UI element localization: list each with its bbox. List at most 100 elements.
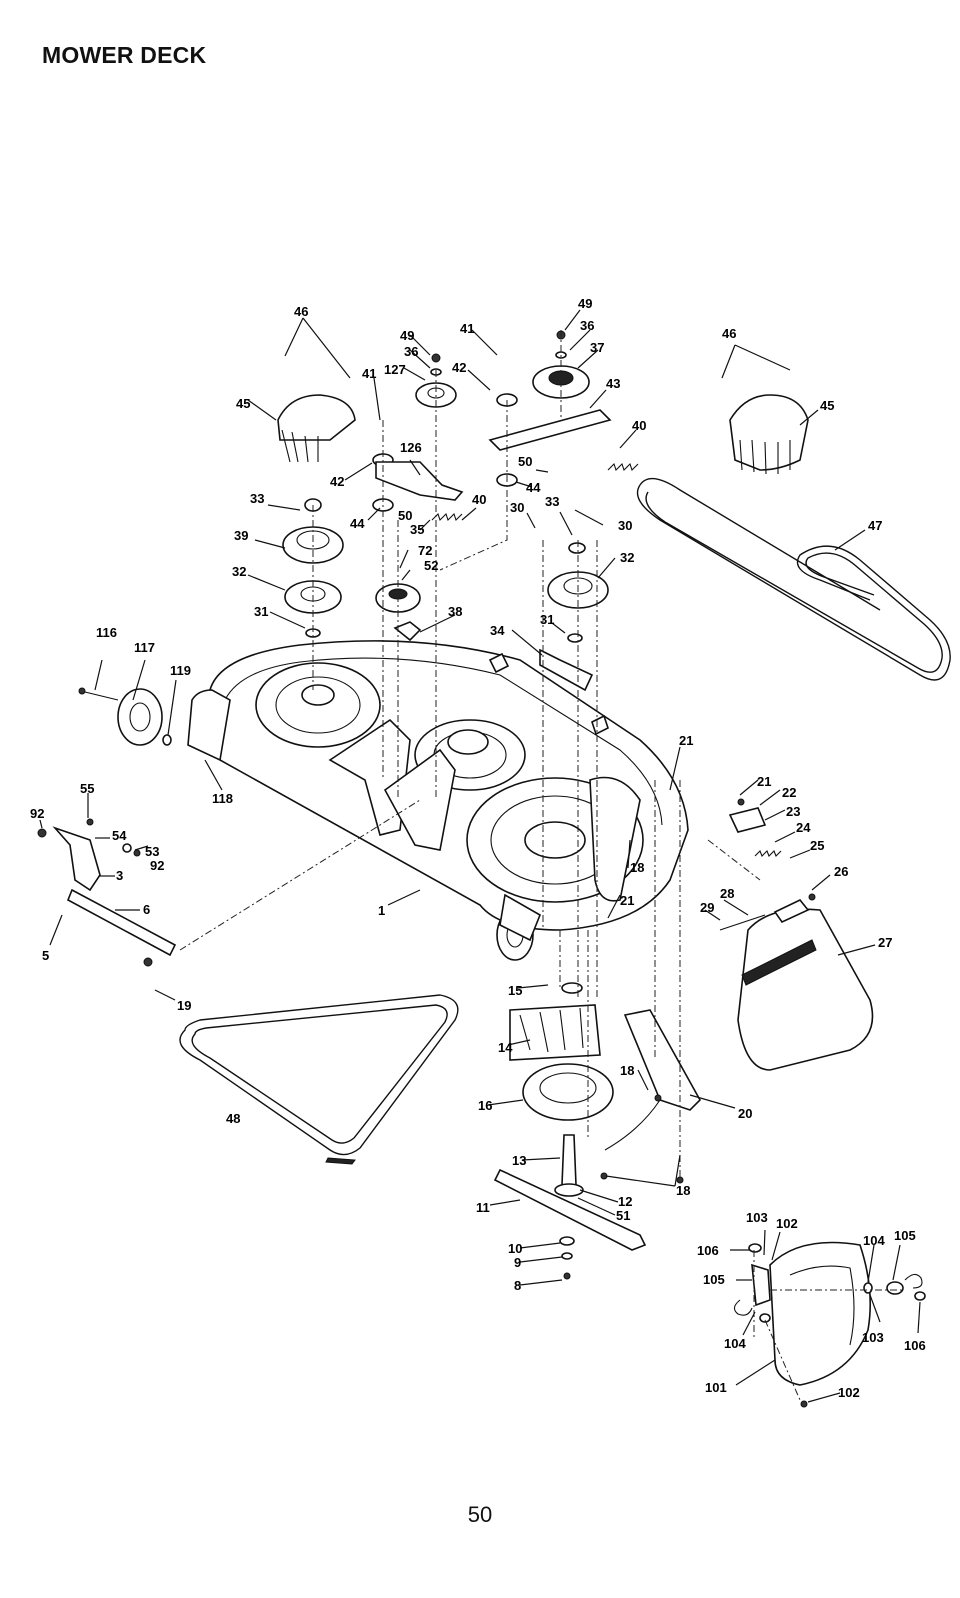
callout-126: 126 bbox=[400, 440, 422, 455]
callout-22: 22 bbox=[782, 785, 796, 800]
callout-31b: 31 bbox=[540, 612, 554, 627]
front-hanger-bracket bbox=[38, 819, 175, 966]
spring-40-upper bbox=[608, 464, 638, 470]
belt-47 bbox=[638, 479, 951, 680]
callout-24: 24 bbox=[796, 820, 811, 835]
callout-41b: 41 bbox=[460, 321, 474, 336]
belt-cover-left bbox=[278, 395, 355, 462]
callout-50b: 50 bbox=[518, 454, 532, 469]
callout-30: 30 bbox=[510, 500, 524, 515]
callout-102b: 102 bbox=[838, 1385, 860, 1400]
callout-40b: 40 bbox=[632, 418, 646, 433]
callout-127: 127 bbox=[384, 362, 406, 377]
callout-46b: 46 bbox=[722, 326, 736, 341]
callout-38: 38 bbox=[448, 604, 462, 619]
callout-92b: 92 bbox=[150, 858, 164, 873]
callout-13: 13 bbox=[512, 1153, 526, 1168]
callout-18: 18 bbox=[630, 860, 644, 875]
mower-deck-housing bbox=[188, 641, 688, 960]
callout-104: 104 bbox=[863, 1233, 885, 1248]
callout-32: 32 bbox=[232, 564, 246, 579]
callout-53: 53 bbox=[145, 844, 159, 859]
callout-32b: 32 bbox=[620, 550, 634, 565]
callout-31: 31 bbox=[254, 604, 268, 619]
callout-9: 9 bbox=[514, 1255, 521, 1270]
chute-bracket-hardware bbox=[730, 799, 815, 900]
callout-16: 16 bbox=[478, 1098, 492, 1113]
callout-35: 35 bbox=[410, 522, 424, 537]
callout-55: 55 bbox=[80, 781, 94, 796]
callout-39: 39 bbox=[234, 528, 248, 543]
callout-42: 42 bbox=[452, 360, 466, 375]
callout-20: 20 bbox=[738, 1106, 752, 1121]
alignment-lines bbox=[180, 330, 905, 1400]
pulley-stack-center bbox=[373, 354, 462, 640]
callout-26: 26 bbox=[834, 864, 848, 879]
callout-33b: 33 bbox=[545, 494, 559, 509]
callout-15: 15 bbox=[508, 983, 522, 998]
rear-baffle bbox=[601, 1010, 700, 1183]
callout-5: 5 bbox=[42, 948, 49, 963]
callout-23: 23 bbox=[786, 804, 800, 819]
callout-105: 105 bbox=[703, 1272, 725, 1287]
callout-41: 41 bbox=[362, 366, 376, 381]
callout-52: 52 bbox=[424, 558, 438, 573]
callout-28: 28 bbox=[720, 886, 734, 901]
callout-21: 21 bbox=[679, 733, 693, 748]
belt-48 bbox=[180, 995, 458, 1164]
callout-14: 14 bbox=[498, 1040, 513, 1055]
callout-42b: 42 bbox=[330, 474, 344, 489]
callout-72: 72 bbox=[418, 543, 432, 558]
callout-103b: 103 bbox=[862, 1330, 884, 1345]
callout-105b: 105 bbox=[894, 1228, 916, 1243]
discharge-chute bbox=[720, 900, 873, 1070]
callout-10: 10 bbox=[508, 1241, 522, 1256]
callout-34: 34 bbox=[490, 623, 505, 638]
callout-43: 43 bbox=[606, 376, 620, 391]
callout-33: 33 bbox=[250, 491, 264, 506]
belt-cover-right bbox=[730, 395, 808, 474]
callout-101: 101 bbox=[705, 1380, 727, 1395]
callout-47: 47 bbox=[868, 518, 882, 533]
callout-25: 25 bbox=[810, 838, 824, 853]
callout-118: 118 bbox=[212, 791, 233, 806]
callout-50: 50 bbox=[398, 508, 412, 523]
callout-36: 36 bbox=[404, 344, 418, 359]
callout-44b: 44 bbox=[526, 480, 541, 495]
callout-8: 8 bbox=[514, 1278, 521, 1293]
callout-45b: 45 bbox=[820, 398, 834, 413]
callout-54: 54 bbox=[112, 828, 127, 843]
callout-104b: 104 bbox=[724, 1336, 746, 1351]
callout-21b: 21 bbox=[757, 774, 771, 789]
callout-49b: 49 bbox=[578, 296, 592, 311]
callout-106: 106 bbox=[697, 1243, 719, 1258]
callout-6: 6 bbox=[143, 902, 150, 917]
gauge-wheel-left bbox=[79, 688, 171, 745]
callout-102: 102 bbox=[776, 1216, 798, 1231]
callout-1: 1 bbox=[378, 903, 385, 918]
callout-51: 51 bbox=[616, 1208, 630, 1223]
callout-18c: 18 bbox=[676, 1183, 690, 1198]
callout-3: 3 bbox=[116, 868, 123, 883]
callout-106b: 106 bbox=[904, 1338, 926, 1353]
pulley-stack-right bbox=[490, 331, 610, 690]
callout-21c: 21 bbox=[620, 893, 634, 908]
callout-116: 116 bbox=[96, 625, 117, 640]
callout-40: 40 bbox=[472, 492, 486, 507]
mulch-kit-cover bbox=[734, 1243, 925, 1408]
page-number: 50 bbox=[0, 1502, 960, 1528]
callout-119: 119 bbox=[170, 663, 191, 678]
callout-29: 29 bbox=[700, 900, 714, 915]
callout-11: 11 bbox=[476, 1200, 490, 1215]
callout-27: 27 bbox=[878, 935, 892, 950]
callout-12: 12 bbox=[618, 1194, 632, 1209]
callout-46: 46 bbox=[294, 304, 308, 319]
callout-48: 48 bbox=[226, 1111, 240, 1126]
spindle-assembly bbox=[495, 983, 645, 1279]
callout-117: 117 bbox=[134, 640, 155, 655]
callout-44: 44 bbox=[350, 516, 365, 531]
callout-37: 37 bbox=[590, 340, 604, 355]
callout-30b: 30 bbox=[618, 518, 632, 533]
callout-103: 103 bbox=[746, 1210, 768, 1225]
